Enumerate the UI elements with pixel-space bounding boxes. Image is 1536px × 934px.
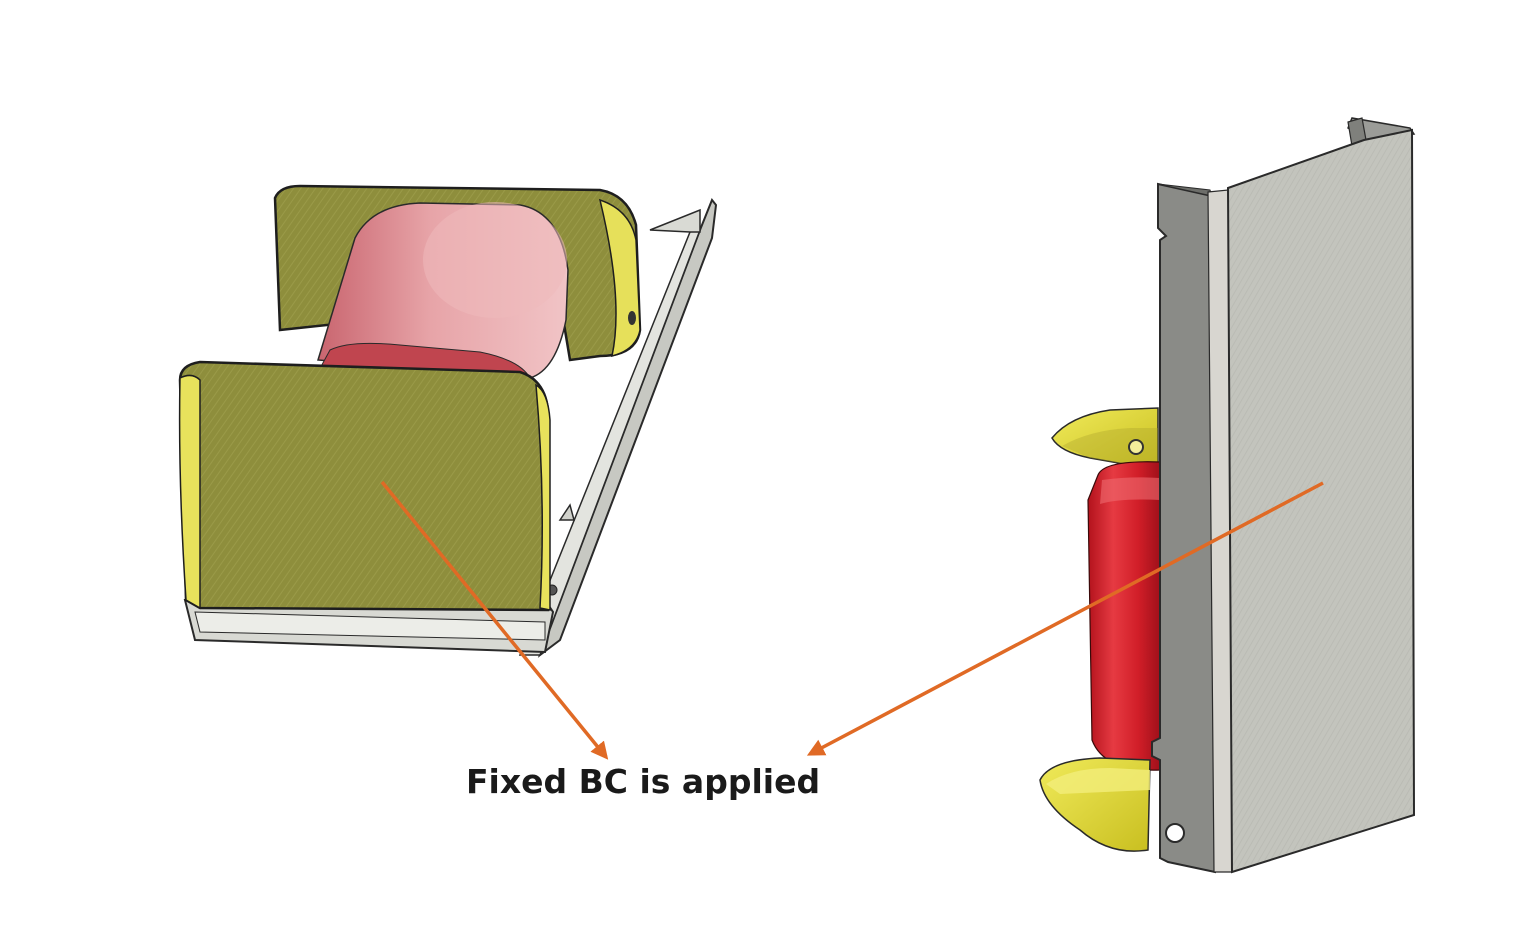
arrow-icon: [380, 480, 609, 760]
left-gray-rail: [518, 198, 718, 658]
right-assembly-view: [1039, 117, 1416, 874]
annotation-arrows: [380, 480, 1324, 760]
left-pink-cylinder: [317, 202, 569, 379]
right-top-yellow-flap: [1051, 407, 1159, 471]
arrow-icon: [806, 481, 1324, 756]
left-assembly-view: [178, 184, 718, 658]
left-front-clip: [178, 360, 551, 612]
right-bottom-yellow-flap: [1039, 757, 1151, 852]
right-bracket-front-face: [1226, 128, 1416, 874]
right-red-cylinder: [1087, 461, 1161, 771]
right-bracket-side: [1151, 182, 1217, 874]
boundary-condition-label: Fixed BC is applied: [466, 762, 821, 801]
